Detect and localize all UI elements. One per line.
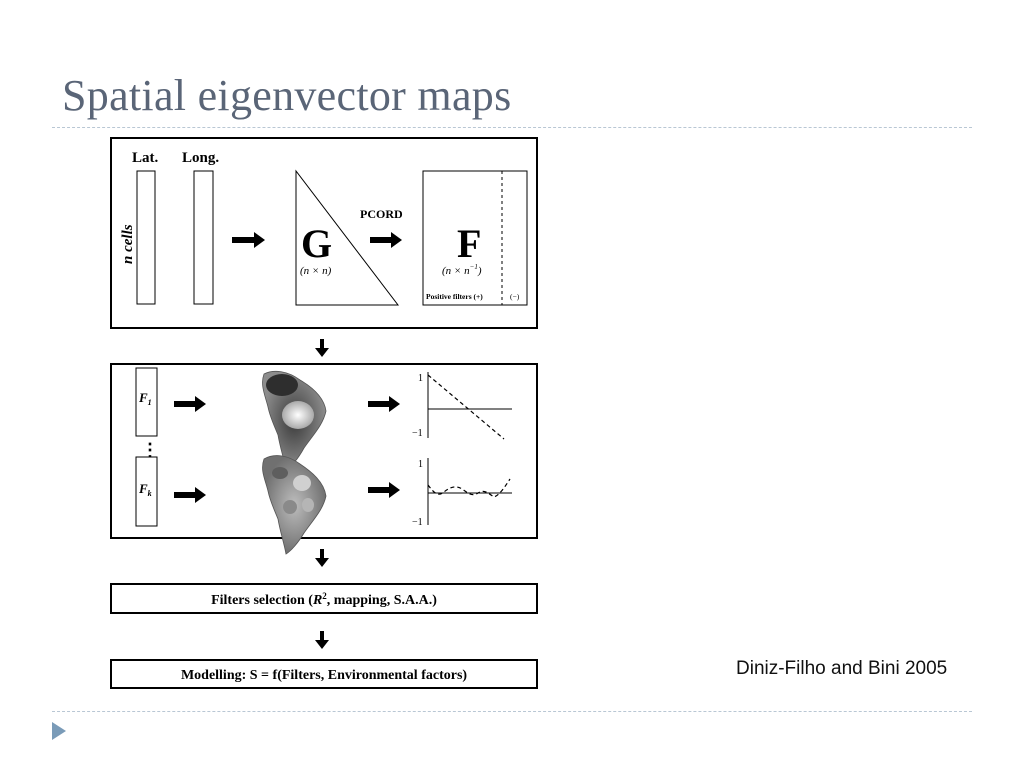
- modelling-text: Modelling: S = f(Filters, Environmental …: [181, 668, 467, 683]
- f1-label: F1: [138, 390, 152, 407]
- filter-maps-box: [110, 363, 538, 539]
- f1-vector: [135, 367, 158, 437]
- citation: Diniz-Filho and Bini 2005: [736, 658, 948, 679]
- bottom-divider: [52, 711, 972, 712]
- slide-title: Spatial eigenvector maps: [62, 71, 512, 120]
- n-cells-label: n cells: [120, 224, 136, 264]
- workflow-diagram: Lat. Long. n cells G (n × n) PCORD F (n …: [110, 137, 538, 689]
- fk-plot-bottom-label: −1: [412, 517, 423, 528]
- fk-correlogram: [427, 458, 512, 525]
- g-dimension: (n × n): [300, 265, 332, 277]
- f-matrix-label: F: [457, 221, 481, 266]
- arrow-down-1: [315, 339, 329, 357]
- lat-label: Lat.: [132, 150, 159, 166]
- fk-south-america-map: [262, 455, 327, 555]
- long-vector: [193, 170, 214, 305]
- arrow-to-g: [232, 232, 265, 248]
- fk-plot-top-label: 1: [418, 459, 423, 470]
- fk-label: Fk: [138, 481, 152, 498]
- fk-vector: [135, 456, 158, 527]
- f1-correlogram: [427, 372, 512, 440]
- filter-ellipsis: ⋮: [141, 440, 159, 460]
- modelling-box: [110, 659, 538, 689]
- arrow-pcord: [370, 232, 402, 248]
- f-matrix: [422, 170, 528, 306]
- g-triangle: [295, 169, 400, 306]
- arrow-f1-map: [174, 396, 206, 412]
- long-label: Long.: [182, 150, 219, 166]
- arrow-fk-map: [174, 487, 206, 503]
- filters-selection-box: [110, 583, 538, 614]
- filters-selection-text: Filters selection (R2, mapping, S.A.A.): [211, 591, 437, 608]
- arrow-fk-plot: [368, 482, 400, 498]
- positive-filters-label: Positive filters (+): [426, 292, 483, 301]
- pcord-label: PCORD: [360, 207, 403, 221]
- g-matrix-label: G: [301, 221, 332, 266]
- f1-plot-bottom-label: −1: [412, 428, 423, 439]
- negative-filters-label: (−): [510, 292, 520, 301]
- arrow-down-3: [315, 631, 329, 649]
- arrow-down-2: [315, 549, 329, 567]
- lat-vector: [136, 170, 156, 305]
- arrow-f1-plot: [368, 396, 400, 412]
- f1-plot-top-label: 1: [418, 373, 423, 384]
- top-divider: [52, 127, 972, 128]
- f1-south-america-map: [262, 370, 327, 471]
- f-dimension: (n × n−1): [442, 263, 482, 277]
- play-arrow-icon[interactable]: [52, 722, 66, 740]
